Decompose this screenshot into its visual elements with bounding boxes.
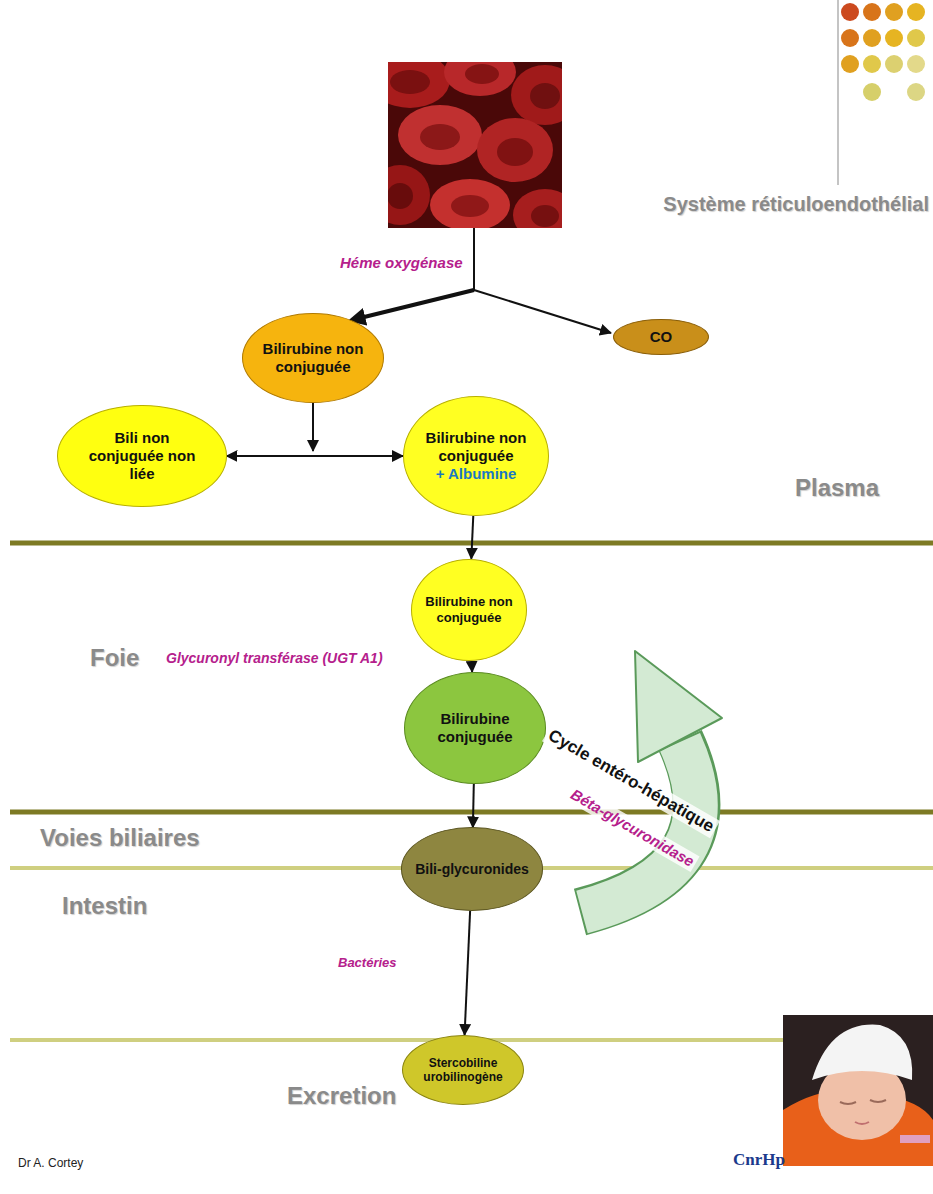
node-text: Bili-glycuronides bbox=[415, 861, 529, 878]
node-text: Bilirubine non conjuguée bbox=[421, 429, 531, 465]
ellipse-text: Bilirubine non conjuguée bbox=[261, 340, 365, 376]
band-line bbox=[10, 810, 933, 815]
node-text: Bilirubine non conjuguée bbox=[424, 594, 514, 625]
node-text: Stercobiline urobilinogène bbox=[417, 1056, 509, 1085]
ellipse-text: Stercobiline urobilinogène bbox=[417, 1056, 509, 1085]
bilirubin-ellipse: Bili non conjuguée non liée bbox=[57, 405, 226, 506]
region-label: Système réticuloendothélial bbox=[663, 192, 929, 216]
bilirubin-ellipse: Bilirubine non conjuguée bbox=[242, 313, 383, 403]
logo-text: CnrHp bbox=[733, 1150, 785, 1170]
ellipse-text: Bili non conjuguée non liée bbox=[87, 429, 197, 483]
region-label: Intestin bbox=[62, 892, 147, 921]
author-credit: Dr A. Cortey bbox=[18, 1156, 83, 1170]
flow-arrow bbox=[472, 784, 475, 827]
ellipse-text: CO bbox=[650, 328, 673, 346]
ellipse-text: Bilirubine conjuguée bbox=[425, 710, 525, 746]
dot-pattern bbox=[841, 3, 925, 101]
baby-photo bbox=[783, 1015, 933, 1166]
divider-line bbox=[837, 0, 839, 185]
arrow-line bbox=[352, 290, 474, 320]
arrow-line bbox=[473, 228, 475, 290]
arrow-line bbox=[312, 401, 314, 451]
bilirubin-ellipse: Bili-glycuronides bbox=[401, 827, 543, 910]
region-label: Excretion bbox=[287, 1082, 396, 1111]
flow-arrow bbox=[471, 661, 474, 672]
ellipse-text: Bili-glycuronides bbox=[415, 861, 529, 878]
bilirubin-ellipse: CO bbox=[613, 319, 709, 355]
flow-arrow bbox=[465, 911, 471, 1036]
arrow-line bbox=[474, 290, 611, 333]
bilirubin-ellipse: Bilirubine non conjuguée+ Albumine bbox=[403, 396, 549, 516]
region-label: Foie bbox=[90, 644, 139, 673]
flow-arrow bbox=[227, 455, 403, 457]
ellipse-text: Bilirubine non conjuguée+ Albumine bbox=[421, 429, 531, 483]
node-text: Bili non conjuguée non liée bbox=[87, 429, 197, 483]
enzyme-label: Bactéries bbox=[338, 955, 397, 971]
enzyme-label: Héme oxygénase bbox=[340, 254, 463, 272]
enzyme-label: Glycuronyl transférase (UGT A1) bbox=[166, 650, 383, 667]
node-text: Bilirubine non conjuguée bbox=[261, 340, 365, 376]
bilirubin-ellipse: Bilirubine non conjuguée bbox=[411, 559, 527, 661]
ellipse-text: Bilirubine non conjuguée bbox=[424, 594, 514, 625]
flow-arrow bbox=[471, 516, 473, 559]
node-text: CO bbox=[650, 328, 673, 346]
node-text: + Albumine bbox=[421, 465, 531, 483]
node-text: Bilirubine conjuguée bbox=[425, 710, 525, 746]
bilirubin-ellipse: Stercobiline urobilinogène bbox=[402, 1035, 524, 1105]
red-blood-cells-photo bbox=[388, 62, 562, 228]
region-label: Voies biliaires bbox=[40, 824, 200, 853]
region-label: Plasma bbox=[795, 474, 879, 503]
bilirubin-ellipse: Bilirubine conjuguée bbox=[404, 672, 546, 784]
